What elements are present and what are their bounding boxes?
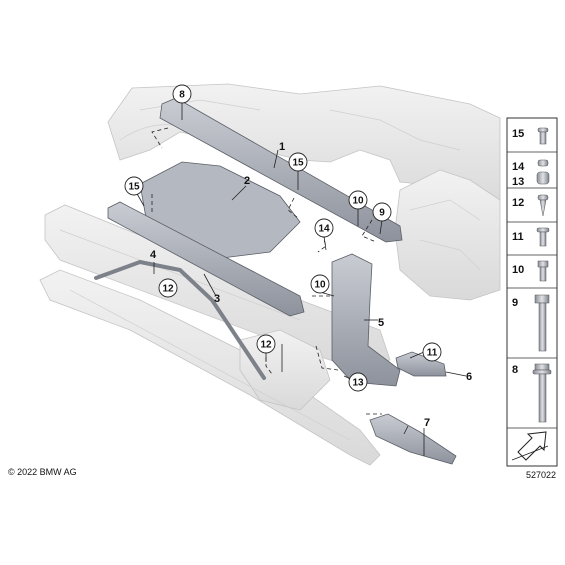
assembly-guide-lines	[151, 127, 382, 415]
part-4-strut	[94, 259, 266, 380]
svg-text:12: 12	[162, 284, 174, 295]
svg-text:14: 14	[318, 224, 330, 235]
expanding-nut-icon	[537, 159, 549, 167]
svg-text:12: 12	[260, 340, 272, 351]
callout-12-upper: 12	[158, 278, 178, 298]
svg-text:15: 15	[128, 182, 140, 193]
svg-text:11: 11	[512, 231, 524, 243]
part-label-2: 2	[244, 175, 250, 187]
callout-10-lower: 10	[310, 274, 330, 294]
flange-bolt-icon	[536, 227, 550, 247]
callout-11: 11	[422, 342, 442, 362]
legend-row-13: 13	[512, 171, 550, 188]
hex-bolt-icon	[537, 260, 549, 282]
svg-text:13: 13	[352, 378, 364, 389]
svg-text:10: 10	[352, 196, 364, 207]
legend-row-11: 11	[512, 227, 550, 247]
svg-text:15: 15	[512, 128, 524, 140]
part-label-6: 6	[466, 371, 472, 383]
legend-row-9: 9	[512, 294, 550, 352]
svg-text:10: 10	[512, 264, 524, 276]
part-label-5: 5	[378, 317, 384, 329]
svg-text:8: 8	[179, 90, 185, 101]
callout-12-lower: 12	[256, 334, 276, 354]
callout-9: 9	[372, 202, 392, 222]
svg-text:9: 9	[379, 208, 385, 219]
callout-14: 14	[314, 218, 334, 238]
orientation-arrow-icon	[511, 431, 549, 461]
svg-text:11: 11	[427, 348, 438, 359]
callout-13: 13	[348, 372, 368, 392]
callout-8: 8	[172, 84, 192, 104]
part-3-lower-cross-member	[107, 201, 305, 317]
legend-row-15: 15	[512, 127, 549, 145]
svg-text:9: 9	[512, 297, 518, 309]
part-label-4: 4	[150, 249, 157, 261]
callout-15-right: 15	[288, 152, 308, 172]
svg-text:15: 15	[292, 158, 304, 169]
part-label-3: 3	[214, 293, 220, 305]
legend-row-10: 10	[512, 260, 549, 282]
part-label-7: 7	[424, 417, 430, 429]
expanding-nut-icon	[536, 171, 550, 185]
part-label-1: 1	[279, 141, 285, 153]
svg-text:12: 12	[512, 197, 524, 209]
legend-row-12: 12	[512, 194, 549, 217]
svg-text:10: 10	[314, 280, 326, 291]
legend-row-14: 14	[512, 159, 549, 173]
callout-10-upper: 10	[348, 190, 368, 210]
long-hex-bolt-icon	[534, 294, 550, 352]
long-flange-bolt-icon	[532, 363, 552, 423]
svg-text:13: 13	[512, 176, 524, 188]
short-screw-icon	[537, 194, 549, 217]
diagram-id: 527022	[526, 470, 556, 480]
part-7-bracket	[369, 413, 457, 465]
legend-row-8: 8	[512, 363, 552, 423]
svg-text:14: 14	[512, 161, 525, 173]
callout-15-left: 15	[124, 176, 144, 196]
part-6-bracket	[395, 351, 447, 377]
fastener-legend: 15 14 13 12 11	[506, 117, 558, 467]
svg-text:8: 8	[512, 364, 518, 376]
collar-bolt-icon	[537, 127, 549, 145]
copyright-text: © 2022 BMW AG	[8, 467, 77, 477]
